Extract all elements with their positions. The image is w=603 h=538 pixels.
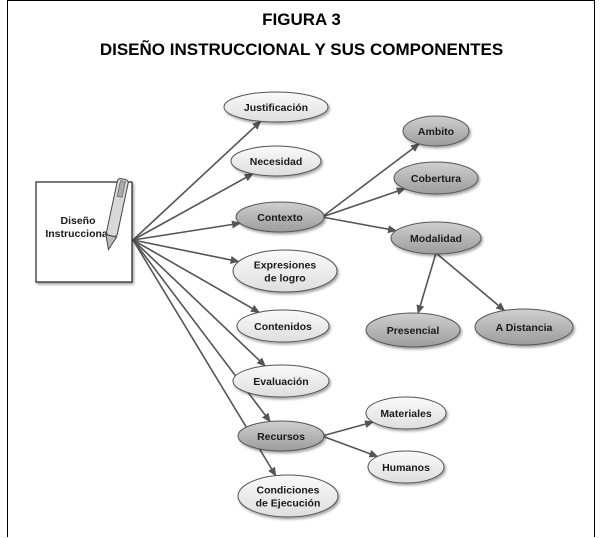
- node-contenidos: Contenidos: [236, 309, 330, 343]
- node-humanos: Humanos: [367, 450, 445, 484]
- node-ambito: Ambito: [402, 115, 470, 147]
- node-necesidad-shape: [230, 145, 322, 177]
- node-evaluacion: Evaluación: [232, 364, 330, 398]
- node-contenidos-shape: [236, 309, 330, 343]
- node-cobertura-label: Cobertura: [411, 173, 461, 185]
- node-cobertura-shape: [393, 161, 479, 195]
- edge-contexto-to-ambito: [321, 143, 420, 218]
- edge-contexto-to-cobertura: [321, 187, 406, 218]
- nodes-layer: JustificaciónNecesidadContextoExpresione…: [223, 91, 574, 518]
- node-presencial: Presencial: [365, 312, 461, 348]
- node-modalidad: Modalidad: [390, 221, 482, 255]
- edge-recursos-to-humanos: [321, 435, 379, 458]
- edge-root-to-necesidad: [132, 173, 254, 241]
- node-contexto-shape: [235, 201, 325, 233]
- node-contenidos-label: Contenidos: [254, 321, 312, 333]
- edge-modalidad-to-presencial: [416, 252, 437, 315]
- node-modalidad-label: Modalidad: [410, 233, 462, 245]
- node-ambito-shape: [402, 115, 470, 147]
- node-necesidad: Necesidad: [230, 145, 322, 177]
- node-modalidad-shape: [390, 221, 482, 255]
- node-cobertura: Cobertura: [393, 161, 479, 195]
- node-presencial-label: Presencial: [387, 325, 440, 337]
- edge-recursos-to-materiales: [321, 420, 374, 437]
- node-materiales-label: Materiales: [380, 408, 432, 420]
- node-justificacion-shape: [223, 91, 329, 123]
- node-condiciones-shape: [237, 474, 339, 518]
- edge-contexto-to-modalidad: [321, 216, 398, 234]
- node-expresiones-shape: [232, 249, 338, 293]
- node-recursos-shape: [237, 420, 325, 452]
- node-humanos-shape: [367, 450, 445, 484]
- node-contexto-label: Contexto: [257, 212, 303, 224]
- node-justificacion-label: Justificación: [244, 102, 308, 114]
- node-recursos: Recursos: [237, 420, 325, 452]
- node-contexto: Contexto: [235, 201, 325, 233]
- node-necesidad-label: Necesidad: [250, 156, 303, 168]
- node-ambito-label: Ambito: [418, 126, 454, 138]
- node-a-distancia: A Distancia: [474, 308, 574, 346]
- node-presencial-shape: [365, 312, 461, 348]
- node-a-distancia-label: A Distancia: [496, 322, 553, 334]
- node-evaluacion-label: Evaluación: [253, 376, 308, 388]
- edge-root-to-expresiones: [132, 239, 240, 264]
- node-materiales: Materiales: [365, 396, 447, 430]
- edge-root-to-evaluacion: [132, 239, 266, 367]
- node-justificacion: Justificación: [223, 91, 329, 123]
- edge-root-to-contenidos: [132, 239, 261, 314]
- figure-title: DISEÑO INSTRUCCIONAL Y SUS COMPONENTES: [99, 40, 504, 59]
- node-humanos-label: Humanos: [382, 462, 430, 474]
- node-a-distancia-shape: [474, 308, 574, 346]
- pen-icon: [105, 178, 129, 251]
- edge-modalidad-to-a-distancia: [435, 252, 506, 312]
- node-recursos-label: Recursos: [257, 431, 305, 443]
- edge-root-to-contexto: [132, 220, 241, 241]
- edge-root-to-justificacion: [132, 120, 262, 241]
- figure-frame: [7, 0, 595, 537]
- figure-label: FIGURA 3: [262, 10, 341, 29]
- node-materiales-shape: [365, 396, 447, 430]
- node-evaluacion-shape: [232, 364, 330, 398]
